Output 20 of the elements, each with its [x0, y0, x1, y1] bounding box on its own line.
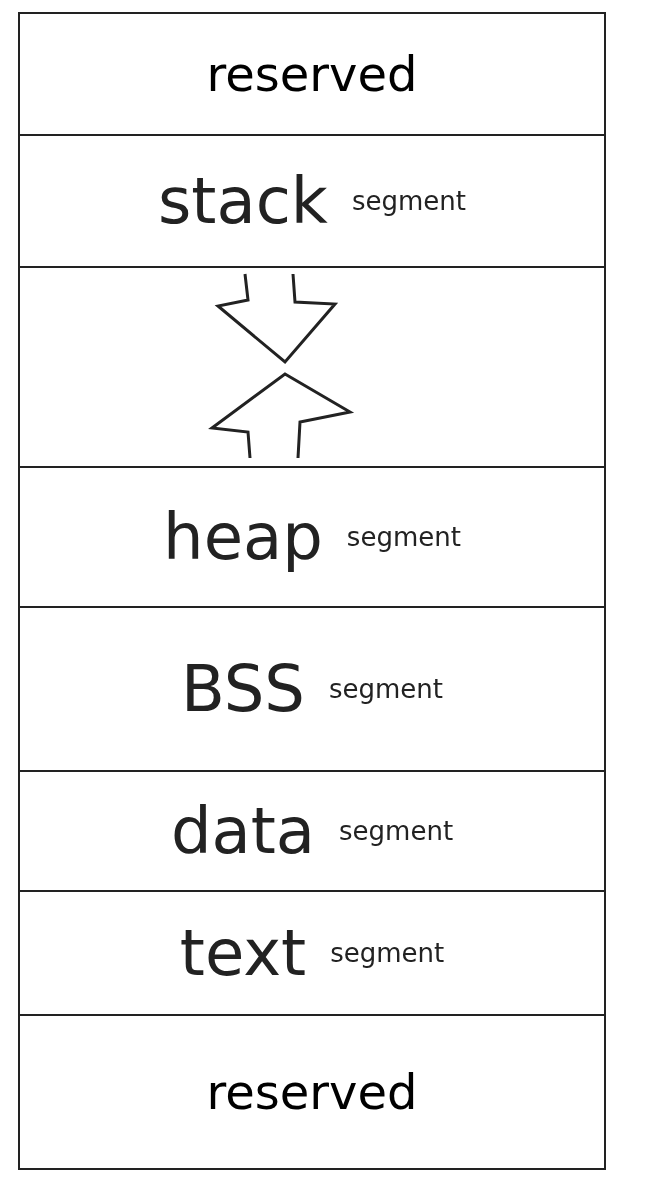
segment-label: data: [170, 794, 316, 868]
segment-label: heap: [163, 500, 323, 574]
segment-label: text: [179, 916, 307, 990]
segment-label: BSS: [180, 652, 305, 726]
memory-segment: [18, 466, 606, 608]
segment-label: stack: [158, 164, 328, 238]
segment-label: reserved: [206, 46, 418, 102]
segment-caption: segment: [330, 938, 445, 968]
memory-segment: [18, 134, 606, 268]
memory-segment: [18, 1014, 606, 1170]
memory-segment: [18, 890, 606, 1016]
segment-caption: segment: [329, 674, 444, 704]
free-memory-gap: [18, 266, 606, 468]
memory-segment: [18, 12, 606, 136]
segment-caption: segment: [351, 186, 466, 216]
memory-segment: [18, 606, 606, 772]
segment-label: reserved: [206, 1064, 418, 1120]
segment-caption: segment: [346, 522, 461, 552]
memory-segment: [18, 770, 606, 892]
segment-caption: segment: [339, 816, 454, 846]
